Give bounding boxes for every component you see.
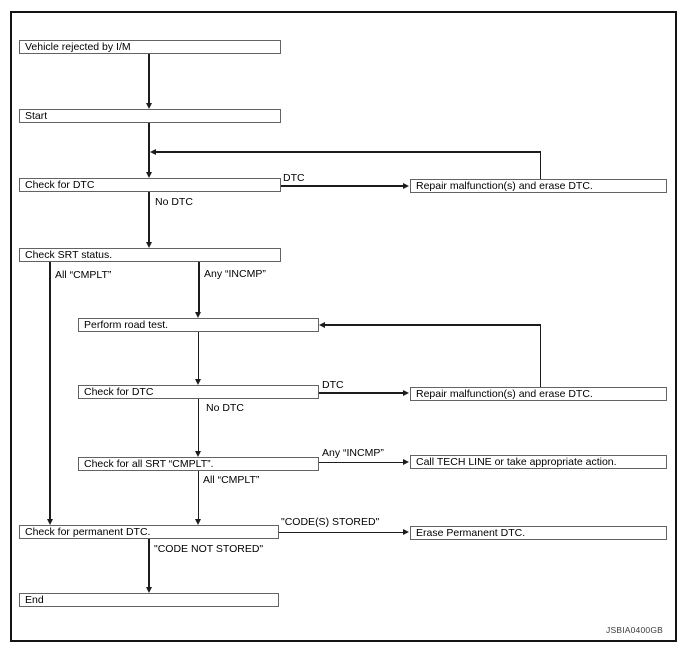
- connector-loop2-horizontal: [325, 324, 541, 326]
- figure-id: JSBIA0400GB: [606, 625, 664, 635]
- node-repair-erase-dtc-1: Repair malfunction(s) and erase DTC.: [410, 179, 667, 193]
- arrowhead-down-icon: [194, 378, 201, 385]
- edge-label-code-not-stored: "CODE NOT STORED": [154, 543, 264, 555]
- edge-label-dtc-1: DTC: [283, 172, 305, 184]
- connector-checkdtc2-to-checkallsrt: [197, 399, 200, 451]
- arrowhead-down-icon: [194, 518, 201, 525]
- arrowhead-left-icon: [150, 148, 156, 155]
- arrowhead-down-icon: [195, 311, 202, 318]
- edge-label-no-dtc-1: No DTC: [155, 196, 193, 208]
- node-call-tech-line: Call TECH LINE or take appropriate actio…: [410, 455, 667, 469]
- connector-checkdtc1-to-checksrt: [148, 192, 150, 242]
- connector-loop1-vertical: [539, 151, 541, 180]
- arrowhead-right-icon: [403, 528, 409, 535]
- connector-checkdtc2-to-repair2: [319, 392, 404, 394]
- edge-label-no-dtc-2: No DTC: [206, 402, 244, 414]
- connector-checkallsrt-to-techline: [319, 461, 404, 463]
- arrowhead-right-icon: [403, 389, 409, 396]
- node-perform-road-test: Perform road test.: [78, 318, 319, 332]
- node-check-all-srt-cmplt: Check for all SRT “CMPLT”.: [78, 457, 319, 471]
- arrowhead-down-icon: [145, 586, 152, 593]
- edge-label-any-incmp-1: Any “INCMP”: [204, 268, 266, 280]
- arrowhead-down-icon: [145, 171, 152, 178]
- arrowhead-down-icon: [145, 102, 152, 109]
- arrowhead-down-icon: [145, 241, 152, 248]
- node-check-permanent-dtc: Check for permanent DTC.: [19, 525, 279, 539]
- arrowhead-down-icon: [46, 518, 53, 525]
- node-check-srt-status: Check SRT status.: [19, 248, 281, 262]
- arrowhead-down-icon: [194, 450, 201, 457]
- node-repair-erase-dtc-2: Repair malfunction(s) and erase DTC.: [410, 387, 667, 401]
- arrowhead-right-icon: [403, 458, 409, 465]
- connector-checkallsrt-to-permanent: [197, 471, 200, 519]
- node-end: End: [19, 593, 279, 607]
- node-vehicle-rejected-by-im: Vehicle rejected by I/M: [19, 40, 281, 54]
- connector-checkdtc1-to-repair1: [281, 185, 404, 187]
- arrowhead-left-icon: [319, 321, 325, 328]
- connector-vehicle-to-start: [148, 54, 150, 104]
- edge-label-codes-stored: "CODE(S) STORED": [281, 516, 380, 528]
- connector-loop2-vertical: [539, 324, 541, 388]
- connector-roadtest-to-checkdtc2: [197, 332, 200, 379]
- connector-permanent-to-end: [148, 539, 150, 587]
- edge-label-any-incmp-2: Any “INCMP”: [322, 447, 384, 459]
- edge-label-dtc-2: DTC: [322, 379, 344, 391]
- connector-start-to-checkdtc1: [148, 123, 150, 172]
- node-erase-permanent-dtc: Erase Permanent DTC.: [410, 526, 667, 540]
- arrowhead-right-icon: [403, 182, 409, 189]
- node-check-for-dtc-2: Check for DTC: [78, 385, 319, 399]
- connector-allcmplt-branch: [49, 262, 51, 519]
- node-check-for-dtc-1: Check for DTC: [19, 178, 281, 192]
- connector-anyincmp-to-roadtest: [198, 262, 200, 312]
- edge-label-all-cmplt-1: All “CMPLT”: [55, 269, 112, 281]
- connector-permanent-to-erase: [279, 531, 404, 533]
- connector-loop1-horizontal: [156, 151, 541, 153]
- edge-label-all-cmplt-2: All “CMPLT”: [203, 474, 260, 486]
- diagram-border: [10, 11, 677, 642]
- node-start: Start: [19, 109, 281, 123]
